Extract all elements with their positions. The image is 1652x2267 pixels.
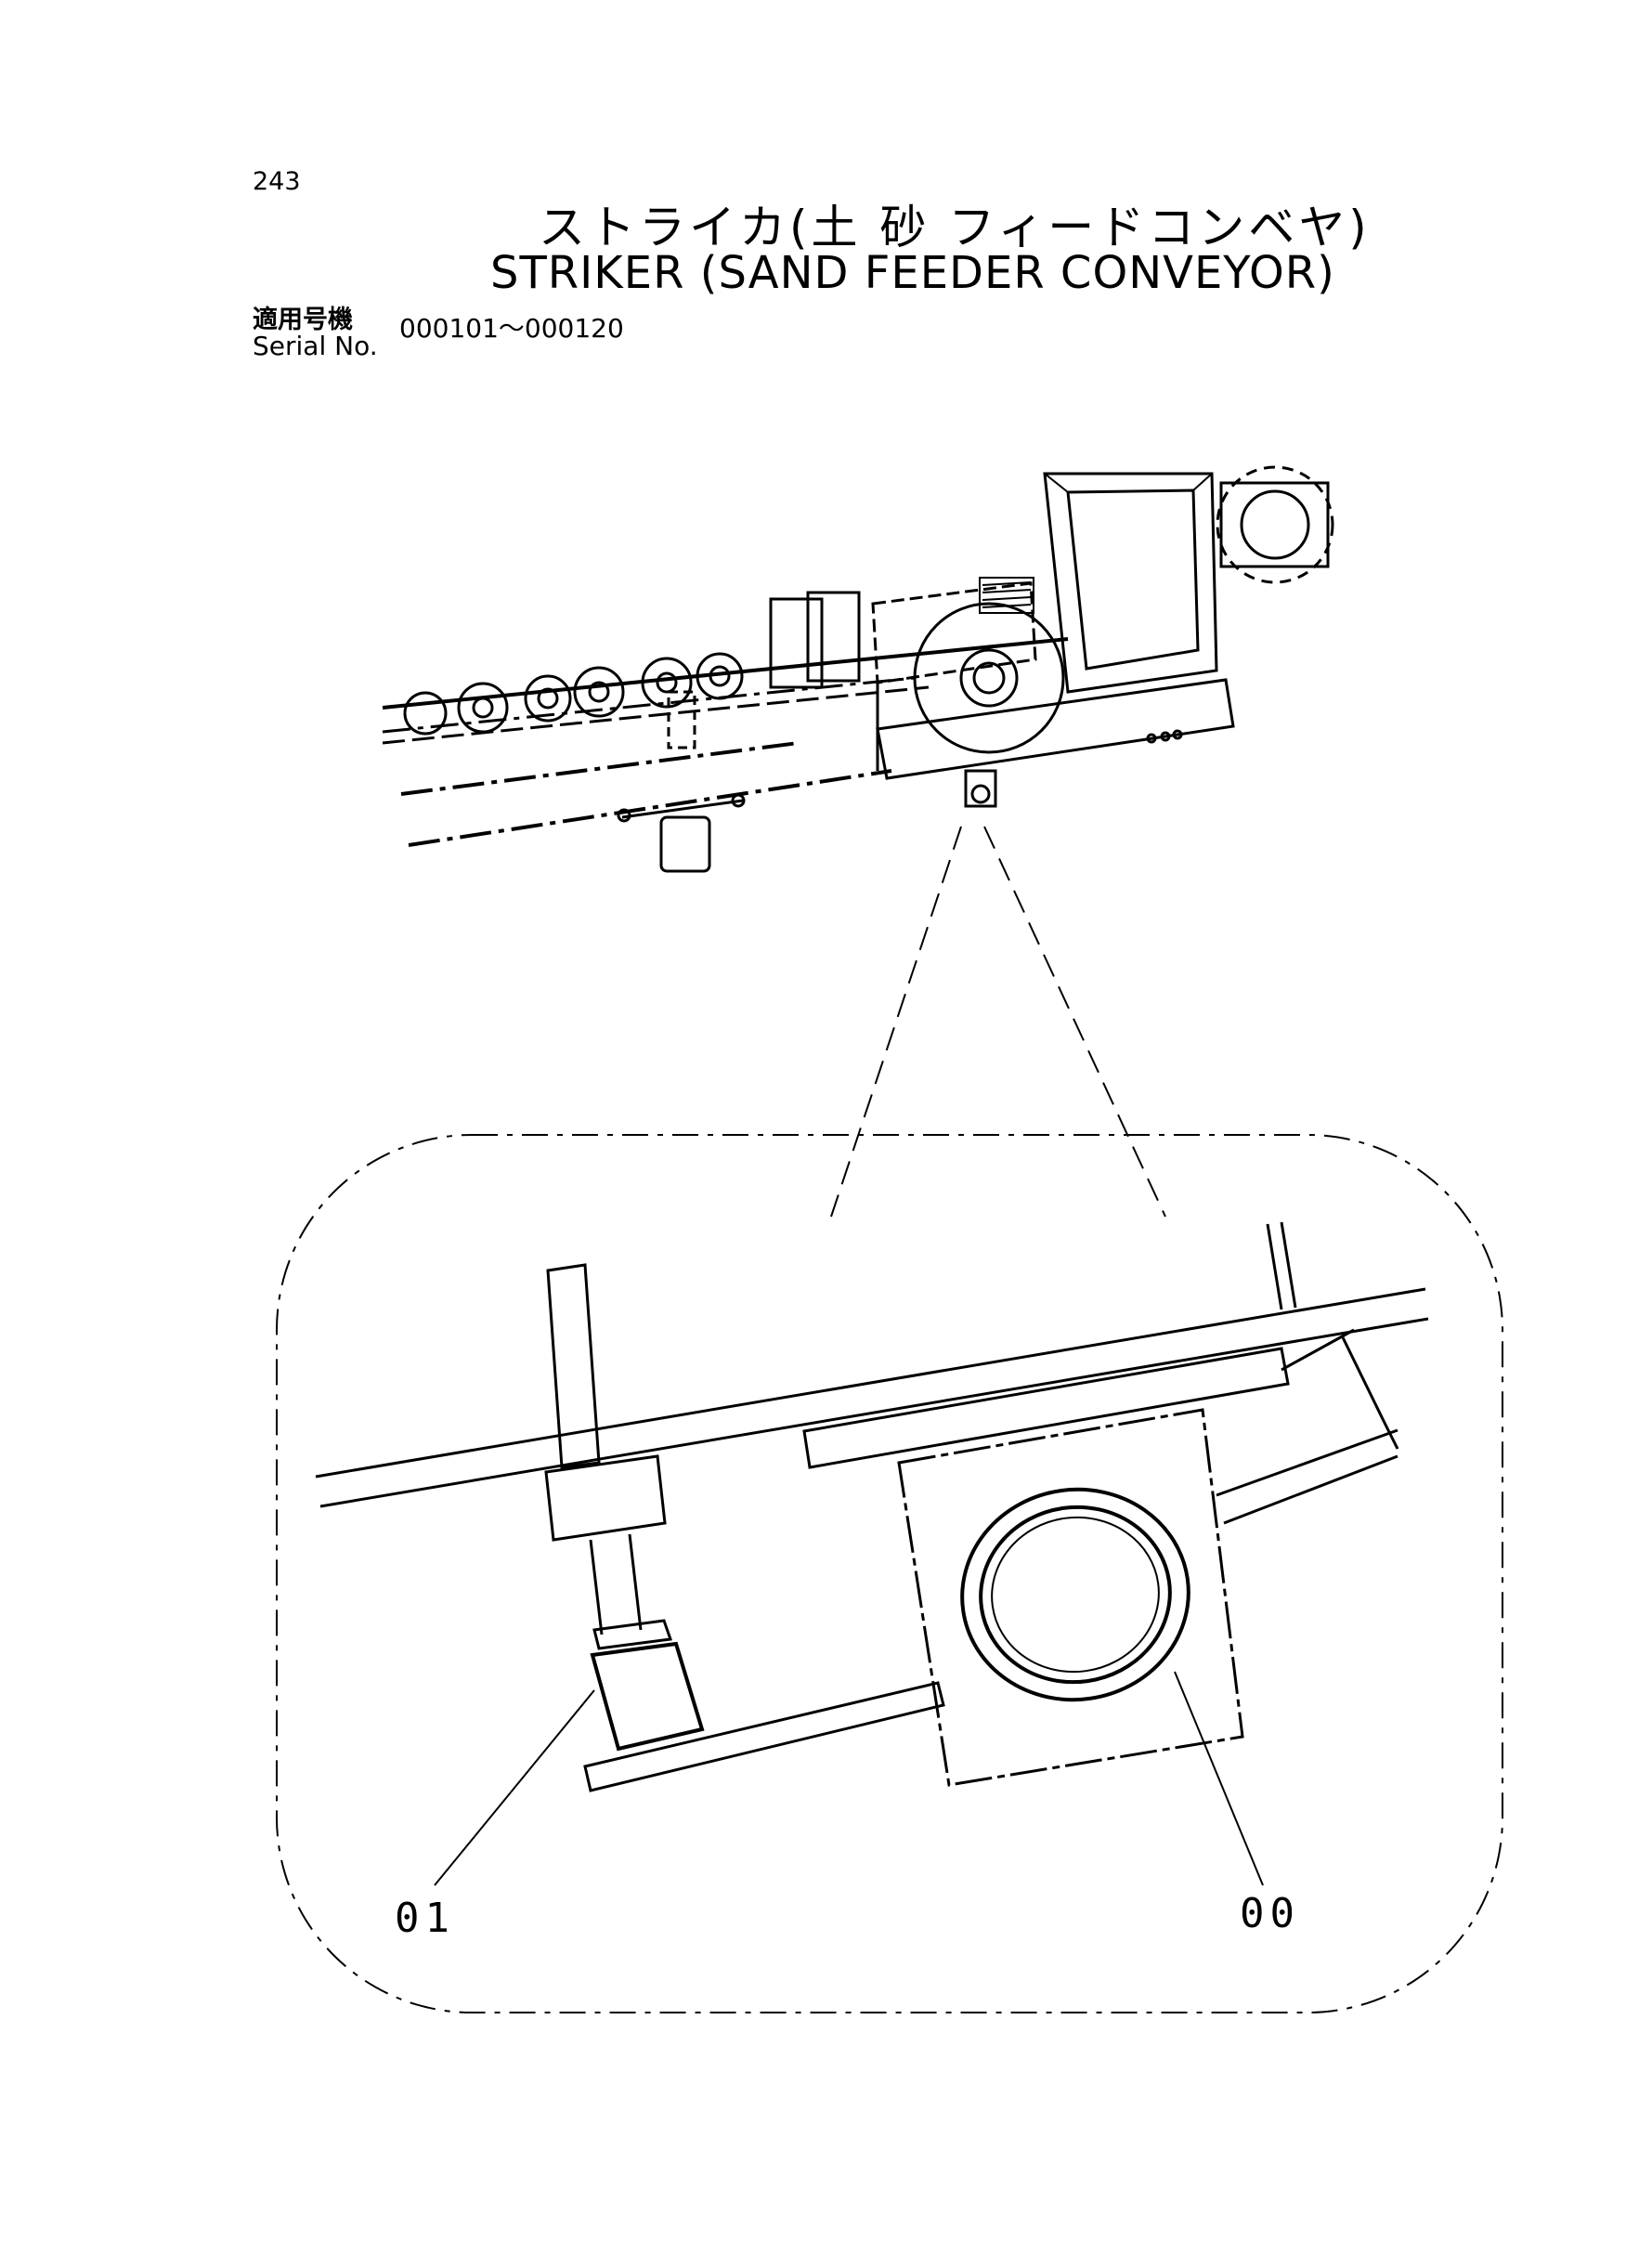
leader-line-00 (1174, 1671, 1264, 1886)
callout-part-01: 01 (395, 1895, 455, 1942)
serial-label-japanese: 適用号機 (253, 306, 353, 334)
detail-leader (830, 826, 1166, 1218)
detail-view (315, 1221, 1429, 1886)
page-number: 243 (253, 167, 301, 196)
title-english: STRIKER (SAND FEEDER CONVEYOR) (490, 247, 1335, 299)
hatched-plate (979, 577, 1034, 614)
serial-label-english: Serial No. (253, 331, 378, 361)
title-japanese: ストライカ(土 砂 フィードコンベヤ) (539, 201, 1371, 254)
callout-part-00: 00 (1240, 1890, 1300, 1937)
detail-view-frame (276, 1134, 1503, 2013)
serial-range: 000101〜000120 (399, 313, 624, 344)
conveyor-overview (382, 465, 1334, 873)
leader-line-01 (434, 1689, 595, 1886)
